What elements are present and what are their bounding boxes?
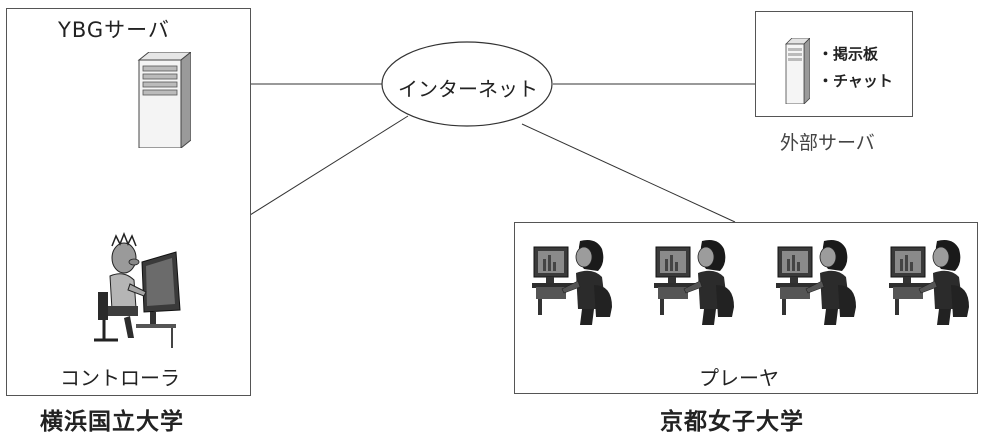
link-internet-players [521, 123, 736, 223]
kyoto-site-label: 京都女子大学 [660, 409, 804, 435]
players-label: プレーヤ [699, 366, 779, 390]
external-server-icon [785, 38, 810, 104]
internet-label: インターネット [398, 77, 538, 101]
external-item-bulletin-board: ・掲示板 [818, 45, 879, 63]
internet-cloud [381, 41, 553, 127]
person-at-computer-icon [94, 232, 181, 348]
player-3-icon [776, 239, 857, 326]
player-4-icon [889, 239, 970, 326]
external-server-box [755, 11, 913, 117]
ybg-server-label: YBGサーバ [58, 18, 170, 42]
external-item-chat: ・チャット [818, 72, 893, 90]
external-server-label: 外部サーバ [780, 132, 875, 154]
controller-label: コントローラ [60, 366, 180, 390]
player-1-icon [532, 239, 613, 326]
server-tower-icon [137, 52, 191, 148]
yokohama-site-label: 横浜国立大学 [40, 409, 184, 435]
player-2-icon [654, 239, 735, 326]
